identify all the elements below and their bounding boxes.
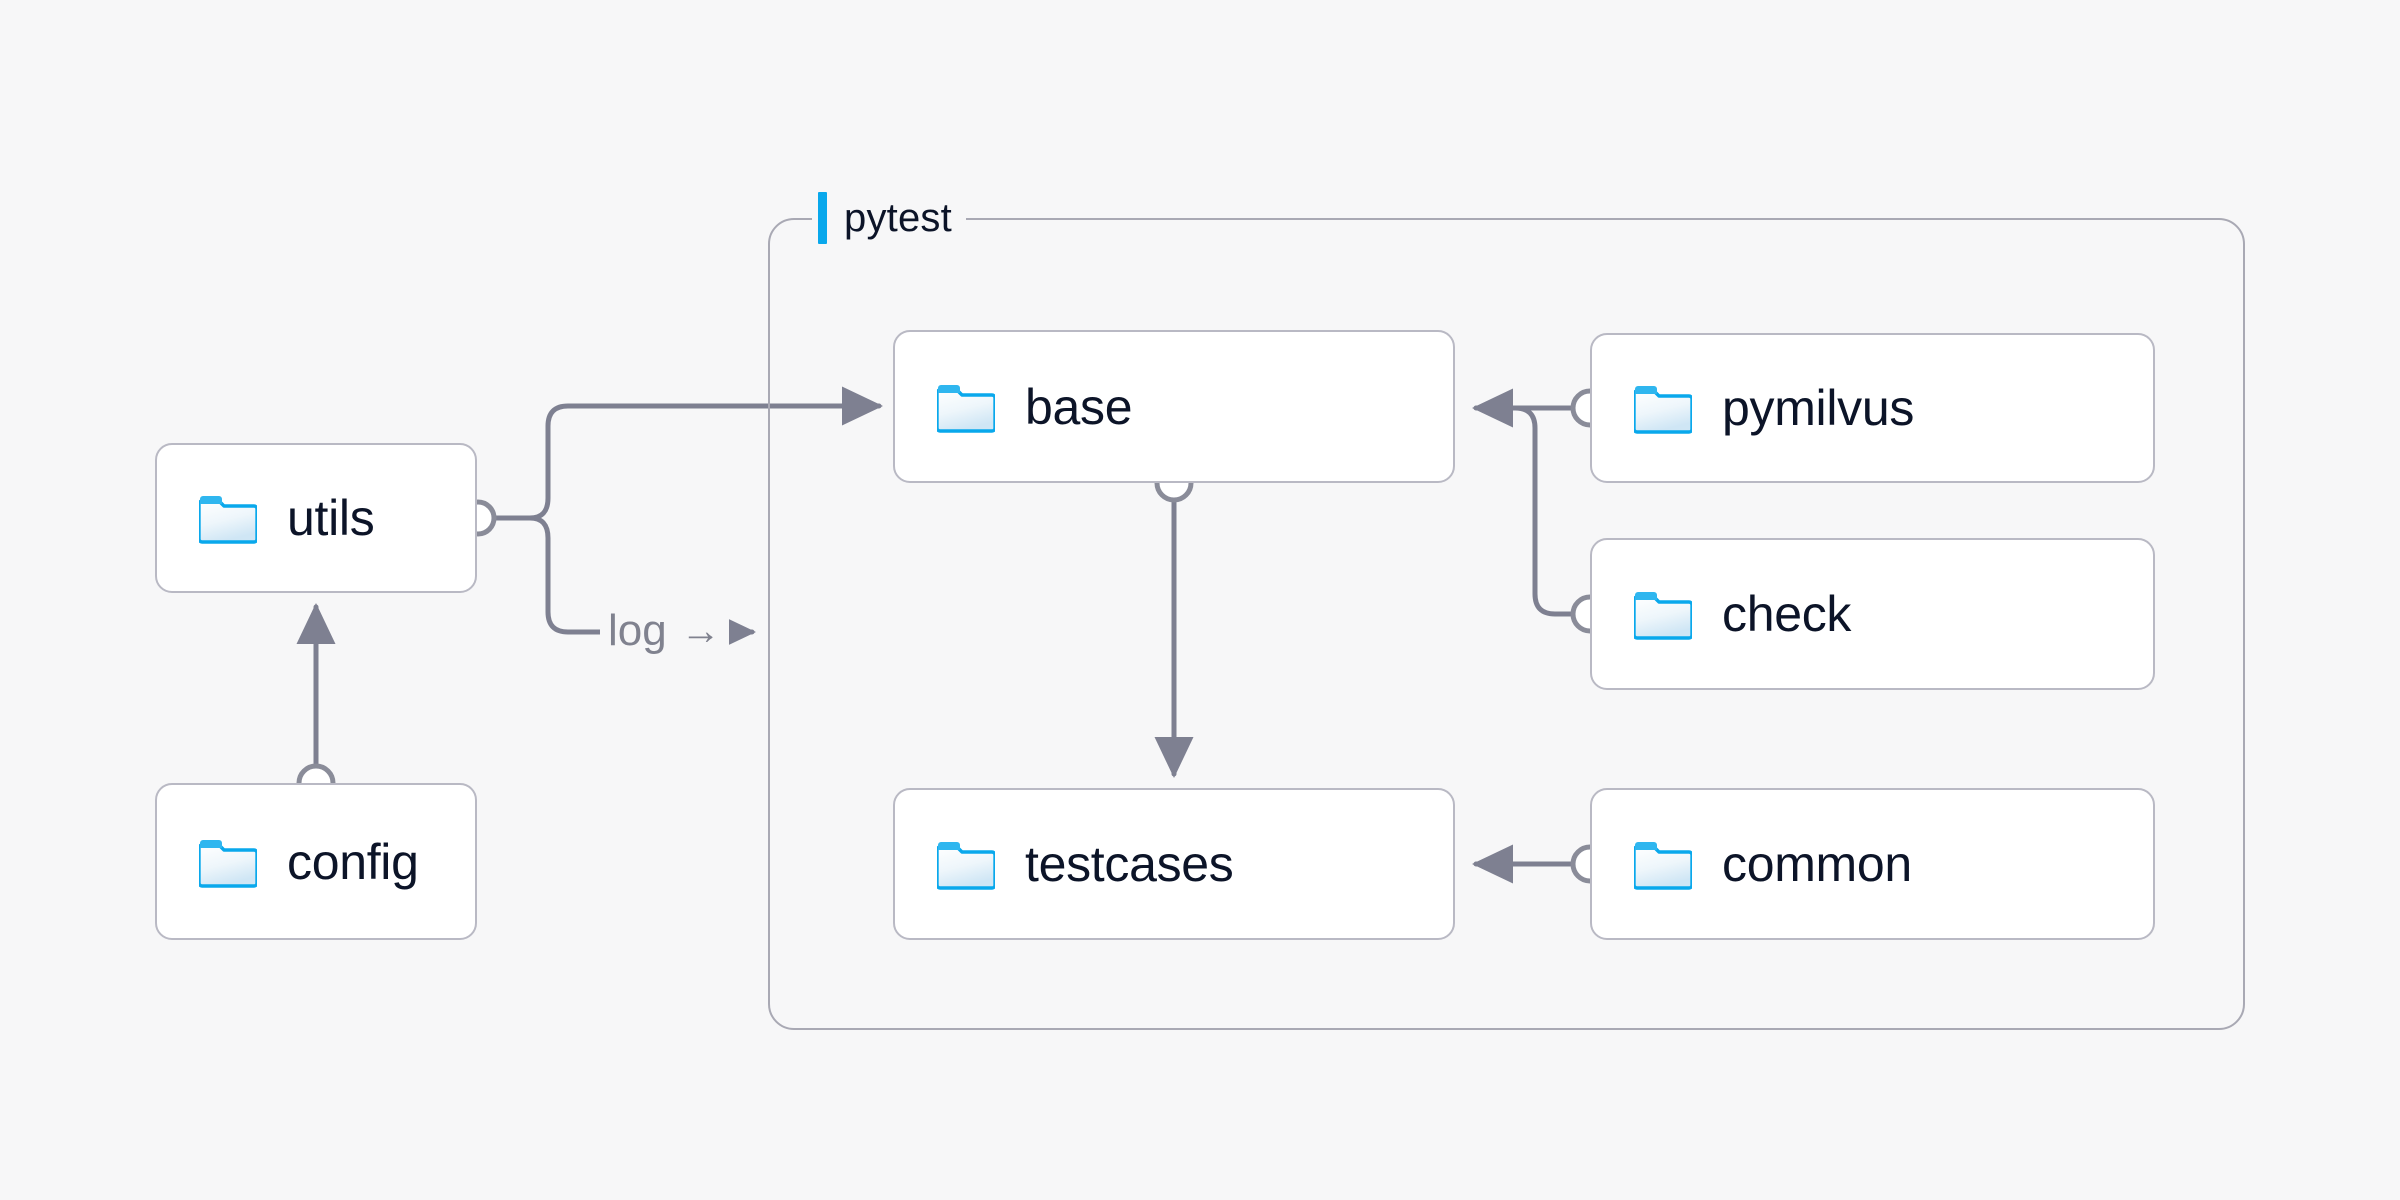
folder-icon bbox=[1634, 842, 1692, 890]
node-label: check bbox=[1722, 586, 1852, 642]
folder-icon bbox=[199, 839, 257, 888]
node-label: utils bbox=[287, 490, 375, 546]
folder-icon bbox=[199, 496, 257, 544]
node-label: pymilvus bbox=[1722, 380, 1915, 436]
folder-icon bbox=[1634, 386, 1692, 434]
edge-label-log: log → bbox=[600, 606, 729, 656]
group-pytest-label: pytest bbox=[812, 192, 966, 244]
node-config[interactable]: config bbox=[155, 783, 477, 940]
group-label-text: pytest bbox=[844, 196, 952, 240]
node-label: common bbox=[1722, 836, 1912, 892]
arrow-right-icon: → bbox=[680, 609, 721, 653]
folder-icon bbox=[937, 842, 995, 890]
edge-label-log-text: log bbox=[608, 606, 667, 655]
group-pytest-container[interactable] bbox=[768, 218, 2245, 1030]
node-check[interactable]: check bbox=[1590, 538, 2155, 690]
node-utils[interactable]: utils bbox=[155, 443, 477, 593]
folder-icon bbox=[1634, 592, 1692, 640]
accent-bar-icon bbox=[818, 192, 827, 244]
folder-icon bbox=[937, 384, 995, 433]
node-base[interactable]: base bbox=[893, 330, 1455, 483]
node-label: base bbox=[1025, 378, 1133, 435]
edge-utils-to-log bbox=[527, 515, 603, 635]
node-common[interactable]: common bbox=[1590, 788, 2155, 940]
node-label: testcases bbox=[1025, 836, 1234, 892]
node-pymilvus[interactable]: pymilvus bbox=[1590, 333, 2155, 483]
node-testcases[interactable]: testcases bbox=[893, 788, 1455, 940]
node-label: config bbox=[287, 833, 419, 890]
